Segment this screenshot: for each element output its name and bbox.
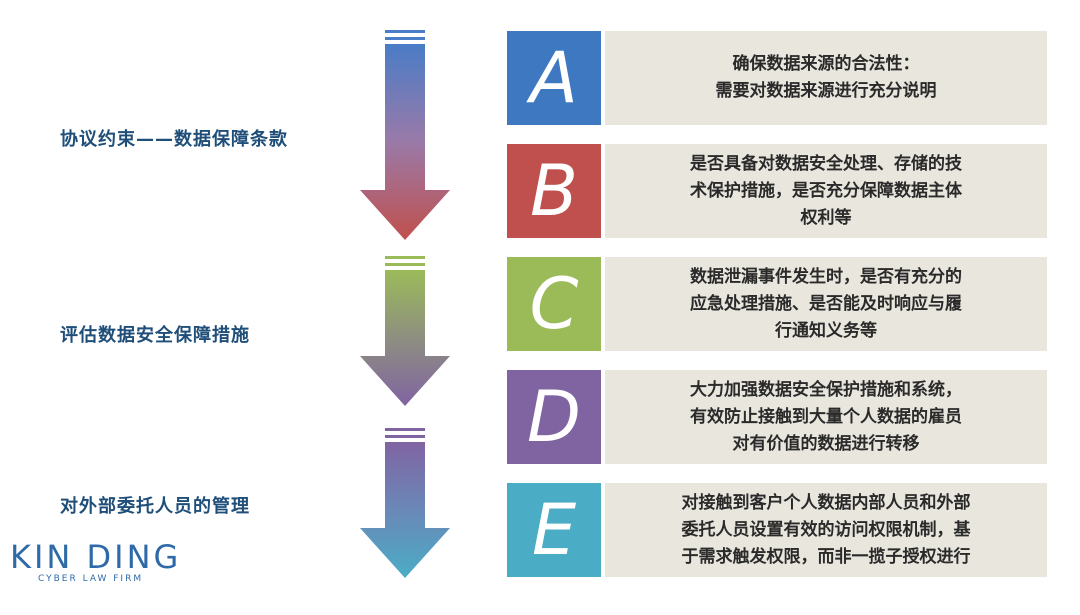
item-d-text: 大力加强数据安全保护措施和系统， 有效防止接触到大量个人数据的雇员 对有价值的数…: [605, 370, 1047, 464]
item-b-text: 是否具备对数据安全处理、存储的技 术保护措施，是否充分保障数据主体 权利等: [605, 144, 1047, 238]
item-d-line-2: 有效防止接触到大量个人数据的雇员: [690, 406, 962, 427]
logo-main-text: KIN DING: [10, 538, 182, 576]
item-c-line-1: 数据泄漏事件发生时，是否有充分的: [690, 266, 962, 287]
item-a-line-1: 确保数据来源的合法性：: [732, 54, 920, 74]
item-c-line-2: 应急处理措施、是否能及时响应与履: [690, 293, 962, 314]
kin-ding-logo: KIN DING CYBER LAW FIRM: [10, 540, 181, 584]
letter-d: D: [507, 370, 601, 464]
item-d: D 大力加强数据安全保护措施和系统， 有效防止接触到大量个人数据的雇员 对有价值…: [507, 370, 1047, 464]
item-a-text: 确保数据来源的合法性： 需要对数据来源进行充分说明: [605, 31, 1047, 125]
item-b: B 是否具备对数据安全处理、存储的技 术保护措施，是否充分保障数据主体 权利等: [507, 144, 1047, 238]
label-agreement-constraint: 协议约束——数据保障条款: [60, 129, 288, 150]
item-c: C 数据泄漏事件发生时，是否有充分的 应急处理措施、是否能及时响应与履 行通知义…: [507, 257, 1047, 351]
arrow-down-icon-3: [360, 428, 450, 578]
item-e-text: 对接触到客户个人数据内部人员和外部 委托人员设置有效的访问权限机制，基 于需求触…: [605, 483, 1047, 577]
item-b-line-3: 权利等: [800, 207, 852, 228]
label-external-personnel: 对外部委托人员的管理: [60, 496, 250, 517]
item-b-line-1: 是否具备对数据安全处理、存储的技: [690, 153, 962, 174]
label-security-assessment: 评估数据安全保障措施: [60, 325, 250, 346]
item-a-line-2: 需要对数据来源进行充分说明: [715, 81, 937, 101]
item-d-line-1: 大力加强数据安全保护措施和系统，: [690, 379, 962, 400]
item-a: A 确保数据来源的合法性： 需要对数据来源进行充分说明: [507, 31, 1047, 125]
arrow-down-icon-2: [360, 256, 450, 406]
item-c-line-3: 行通知义务等: [775, 320, 877, 341]
letter-e: E: [507, 483, 601, 577]
item-e: E 对接触到客户个人数据内部人员和外部 委托人员设置有效的访问权限机制，基 于需…: [507, 483, 1047, 577]
letter-b: B: [507, 144, 601, 238]
item-c-text: 数据泄漏事件发生时，是否有充分的 应急处理措施、是否能及时响应与履 行通知义务等: [605, 257, 1047, 351]
item-e-line-3: 于需求触发权限，而非一揽子授权进行: [681, 546, 971, 567]
arrow-down-icon-1: [360, 30, 450, 240]
item-e-line-2: 委托人员设置有效的访问权限机制，基: [681, 519, 971, 540]
logo-sub-text: CYBER LAW FIRM: [38, 574, 144, 584]
letter-c: C: [507, 257, 601, 351]
item-b-line-2: 术保护措施，是否充分保障数据主体: [690, 180, 962, 201]
item-e-line-1: 对接触到客户个人数据内部人员和外部: [681, 492, 971, 513]
letter-a: A: [507, 31, 601, 125]
item-d-line-3: 对有价值的数据进行转移: [732, 433, 920, 454]
